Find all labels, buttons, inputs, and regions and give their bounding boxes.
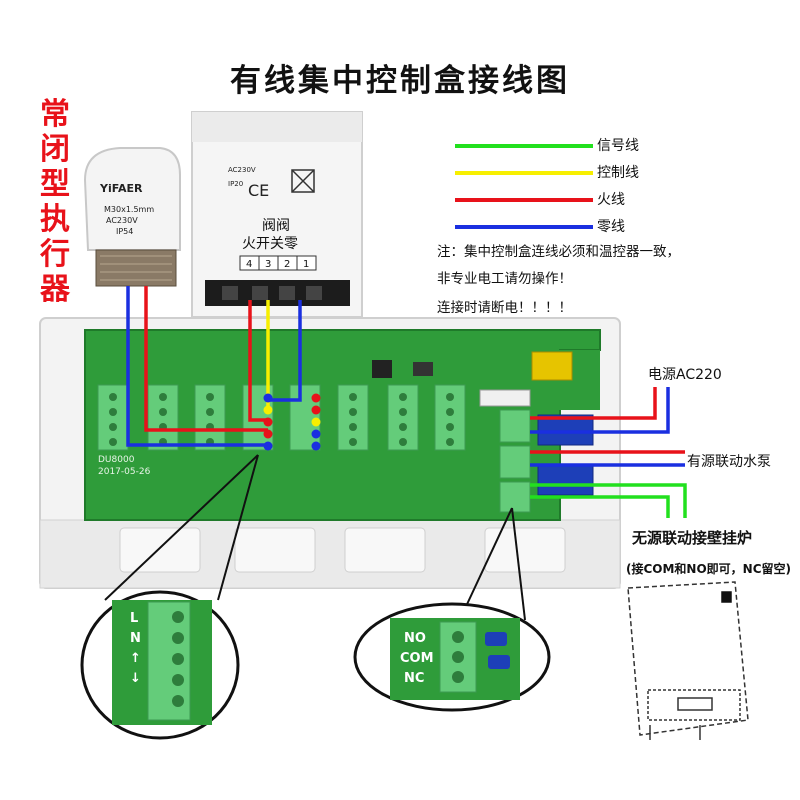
actuator-brand: YiFAER [99, 182, 143, 195]
module-voltage: AC230V [228, 166, 256, 174]
legend-label-live: 火线 [597, 192, 625, 208]
zoom-left-callout [80, 454, 259, 740]
module-terminal-4: 4 [246, 259, 252, 270]
actuator-body [83, 147, 181, 287]
board-model: DU8000 [98, 455, 135, 465]
power-label: 电源AC220 [648, 367, 722, 383]
boiler-note: (接COM和NO即可，NC留空) [626, 562, 792, 576]
thermostat-wires [248, 300, 302, 422]
boiler-label: 无源联动接壁挂炉 [632, 529, 753, 547]
zoom-right-callout [353, 507, 551, 712]
wire-end-dots [263, 393, 321, 451]
legend-swatch-control [455, 171, 593, 175]
legend-swatch-signal [455, 144, 593, 148]
legend-label-neutral: 零线 [597, 219, 625, 235]
diagram-title: 有线集中控制盒接线图 [230, 63, 570, 99]
legend-label-control: 控制线 [597, 165, 639, 181]
module-terminal-1: 1 [303, 259, 309, 270]
legend-item-neutral: 零线 [455, 215, 655, 237]
legend-swatch-neutral [455, 225, 593, 229]
board-date: 2017-05-26 [98, 467, 151, 477]
note-line-2: 非专业电工请勿操作！ [437, 271, 572, 287]
legend-swatch-live [455, 198, 593, 202]
module-ce-mark: CE [248, 181, 269, 200]
zoom-left-pin-4: ↓ [130, 671, 141, 686]
pump-label: 有源联动水泵 [687, 454, 771, 470]
zoom-left-pin-L: L [130, 611, 138, 626]
module-ip: IP20 [228, 180, 243, 188]
legend-label-signal: 信号线 [597, 138, 639, 154]
legend-item-live: 火线 [455, 188, 655, 210]
thermostat-module [191, 111, 363, 318]
actuator-type-label: 常闭型执行器 [36, 97, 74, 307]
zoom-left-pin-3: ↑ [130, 651, 141, 666]
legend: 信号线 控制线 火线 零线 [455, 134, 655, 237]
boiler-illustration [627, 581, 749, 740]
zoom-right-pin-COM: COM [400, 651, 434, 666]
actuator-type-text: 常闭型执行器 [40, 97, 70, 307]
boiler-wires [530, 483, 687, 518]
pump-wires [530, 450, 685, 467]
zoom-right-pin-NC: NC [404, 671, 424, 686]
zoom-right-pin-NO: NO [404, 631, 426, 646]
legend-item-control: 控制线 [455, 161, 655, 183]
legend-item-signal: 信号线 [455, 134, 655, 156]
power-wires [530, 387, 670, 434]
module-label-bottom: 火开关零 [242, 236, 298, 252]
actuator-wires [126, 286, 268, 447]
module-terminal-3: 3 [265, 259, 271, 270]
actuator-spec-2: AC230V [106, 216, 138, 225]
actuator-spec-1: M30x1.5mm [104, 205, 154, 214]
module-label-top: 阀阀 [262, 218, 290, 234]
relays [372, 351, 594, 496]
actuator-spec-3: IP54 [116, 227, 133, 236]
note-line-3: 连接时请断电！！！！ [437, 300, 572, 316]
note-line-1: 注：集中控制盒连线必须和温控器一致， [437, 244, 680, 260]
module-terminal-2: 2 [284, 259, 290, 270]
zoom-left-pin-N: N [130, 631, 141, 646]
